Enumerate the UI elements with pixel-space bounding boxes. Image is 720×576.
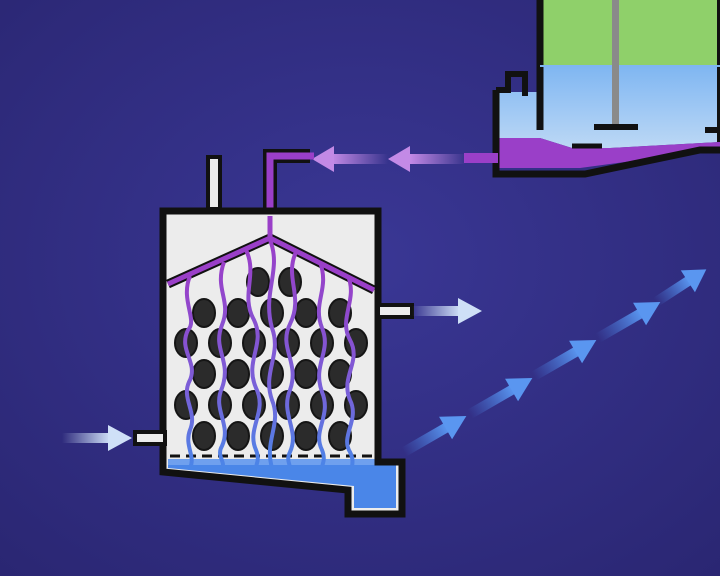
flow-channels [183, 239, 356, 470]
arrow-right-icon [401, 416, 467, 457]
arrow-right-icon [653, 269, 707, 307]
blue-flow-arrows [401, 269, 707, 457]
filter-vessel [133, 149, 414, 518]
arrow-right-icon [412, 298, 482, 324]
mixer-rod [612, 0, 619, 128]
arrow-right-icon [531, 340, 597, 381]
clarifier-tank [464, 0, 720, 178]
arrow-right-icon [467, 378, 533, 419]
arrow-right-icon [62, 425, 132, 451]
arrow-left-icon [312, 146, 388, 172]
arrow-right-icon [595, 302, 661, 343]
arrow-left-icon [388, 146, 466, 172]
purple-flow-arrows [312, 146, 466, 172]
tank-top-layer [540, 0, 720, 70]
mixer-paddle [594, 124, 638, 130]
